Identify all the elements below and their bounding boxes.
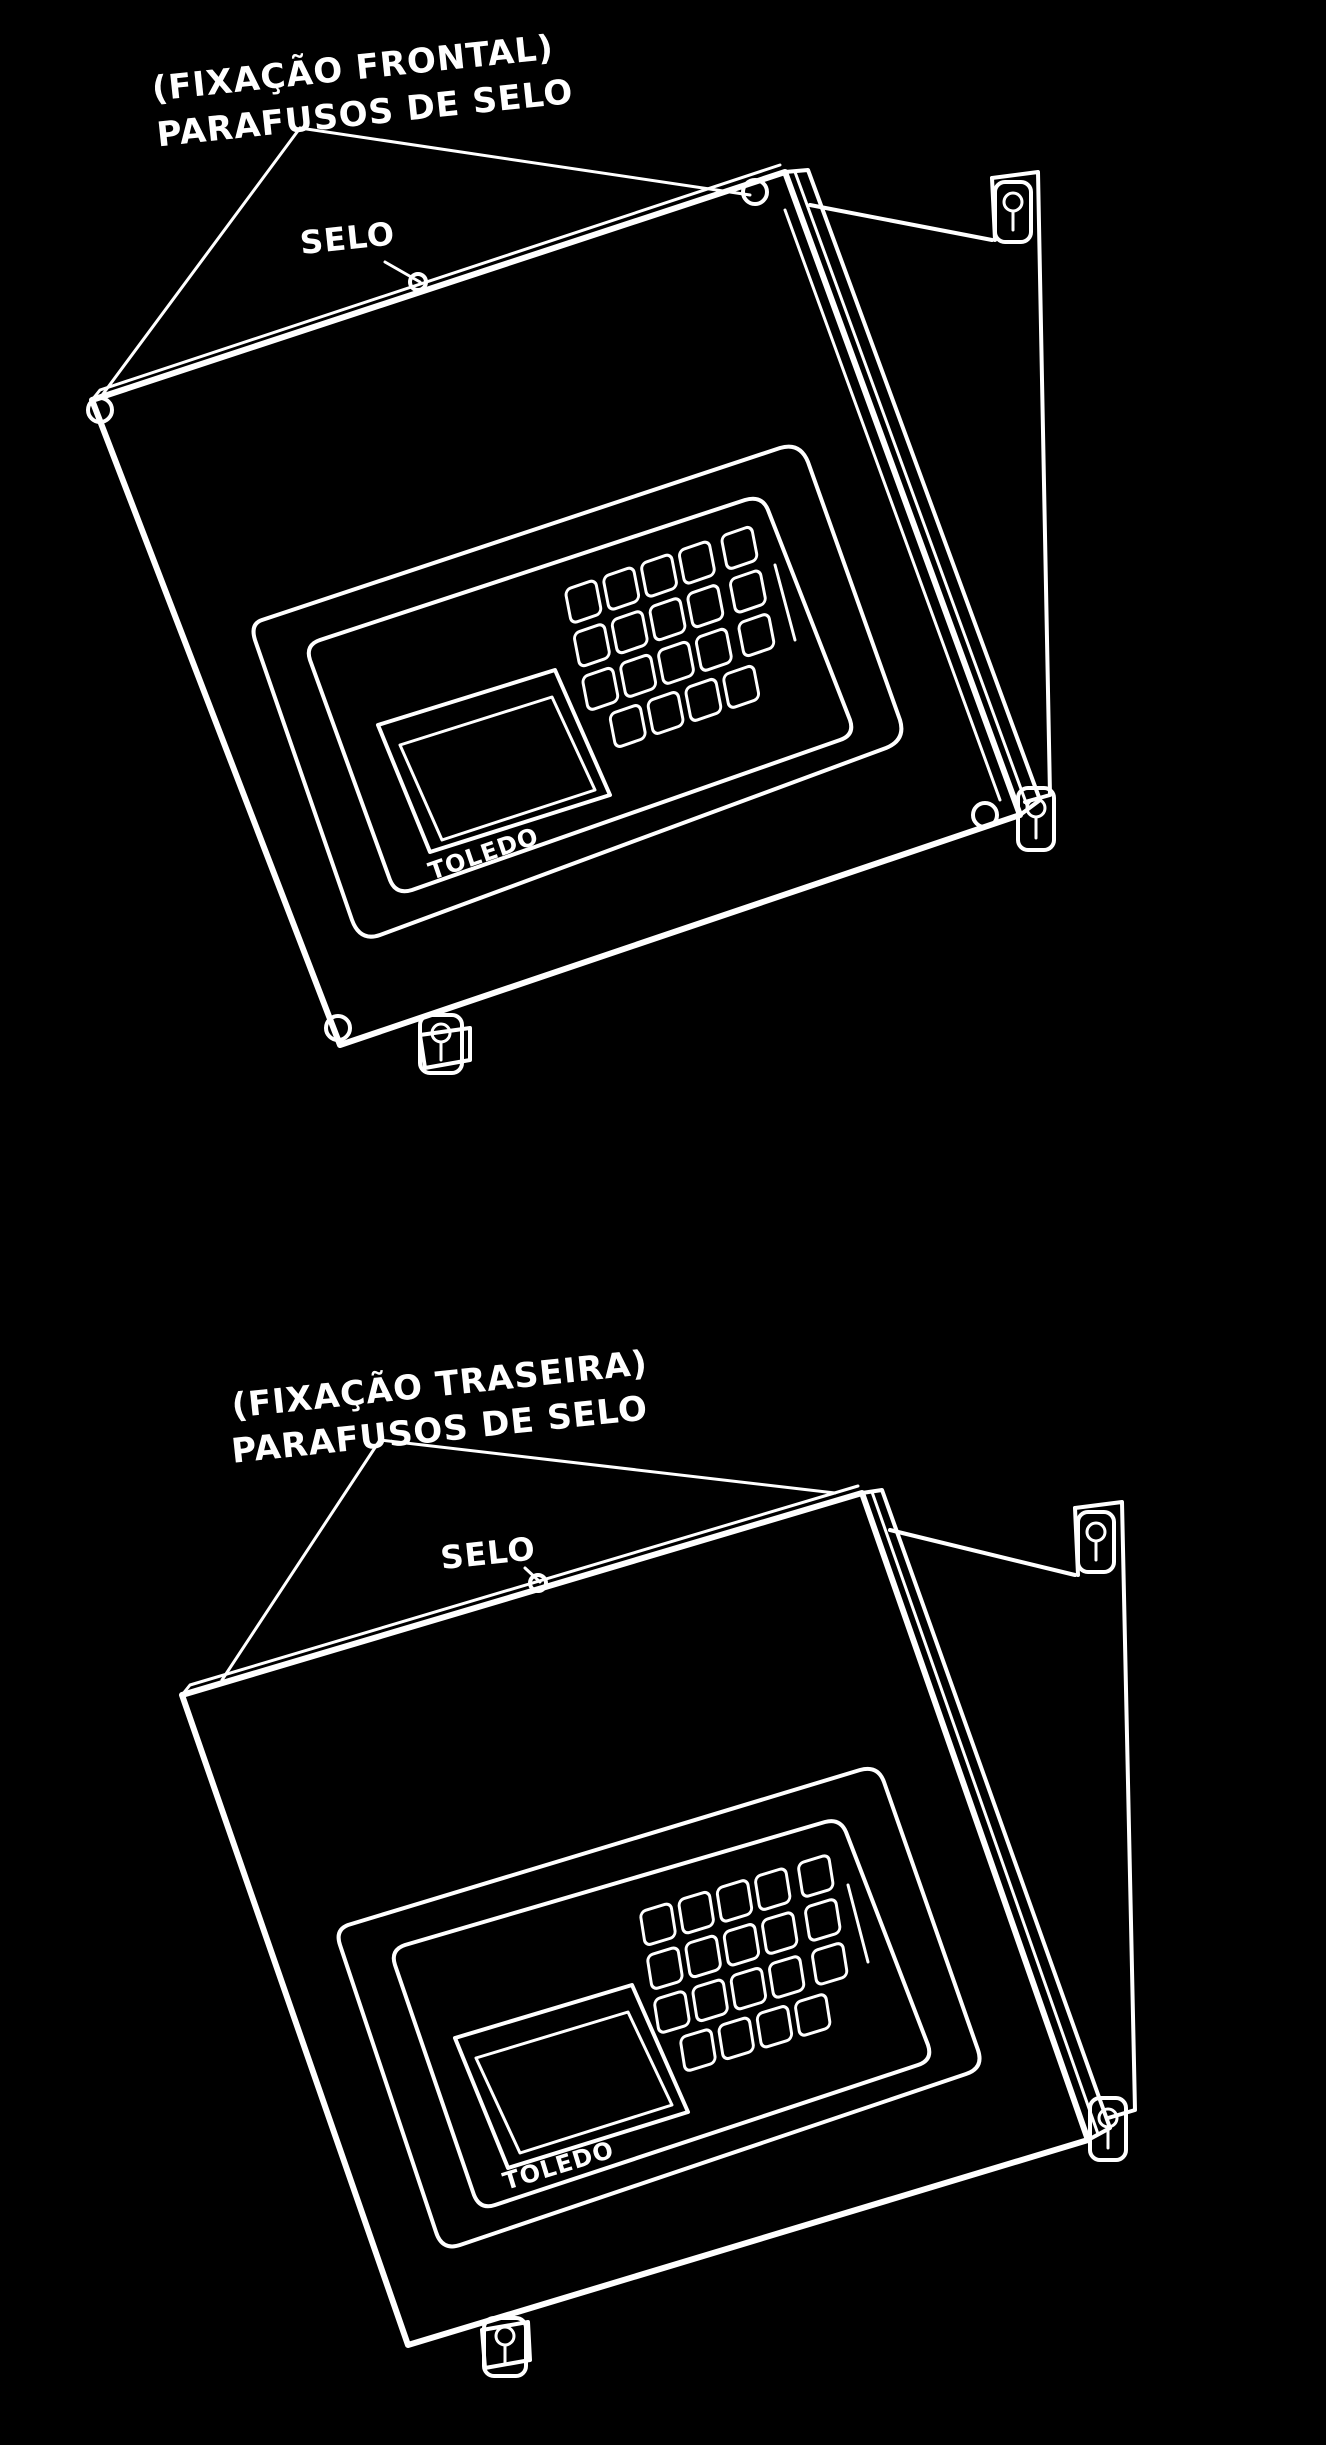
front-panel-handle bbox=[773, 563, 797, 642]
key bbox=[729, 1966, 767, 2011]
rear-leader-left bbox=[220, 1438, 382, 1682]
key bbox=[737, 613, 776, 658]
rear-keyhole-top-icon bbox=[1076, 1510, 1116, 1574]
key bbox=[695, 627, 733, 672]
key bbox=[684, 677, 723, 722]
rear-panel bbox=[336, 1766, 982, 2249]
key bbox=[768, 1955, 806, 1999]
key bbox=[653, 1990, 691, 2034]
key bbox=[678, 540, 716, 585]
rear-panel-handle bbox=[846, 1883, 870, 1964]
key bbox=[646, 690, 685, 735]
front-seal-label: SELO bbox=[298, 214, 397, 262]
key bbox=[804, 1898, 842, 1942]
key bbox=[715, 1879, 754, 1923]
front-display bbox=[376, 668, 612, 854]
front-keyhole-top-icon bbox=[993, 180, 1033, 244]
key bbox=[677, 1890, 715, 1935]
front-brand-logo: TOLEDO bbox=[425, 822, 543, 886]
key bbox=[722, 1923, 761, 1967]
front-seal-screw-bottomright bbox=[971, 801, 999, 829]
key bbox=[648, 597, 687, 642]
key bbox=[754, 1867, 792, 1911]
rear-leader-right bbox=[378, 1438, 837, 1495]
key bbox=[640, 553, 678, 598]
front-keyhole-left-icon bbox=[418, 1013, 464, 1075]
key bbox=[755, 2005, 794, 2049]
front-seal-icon bbox=[408, 272, 428, 292]
key bbox=[619, 653, 657, 698]
front-wall-bracket bbox=[418, 170, 1052, 1070]
key bbox=[679, 2028, 717, 2072]
key bbox=[573, 623, 611, 668]
key bbox=[811, 1942, 849, 1986]
key bbox=[684, 1934, 722, 1979]
front-seal-leader bbox=[383, 260, 422, 284]
key bbox=[722, 664, 761, 709]
front-housing bbox=[89, 163, 1042, 1048]
key bbox=[797, 1854, 835, 1898]
figure-rear-mounting: (FIXAÇÃO TRASEIRA) PARAFUSOS DE SELO SEL… bbox=[179, 1342, 1137, 2378]
key bbox=[639, 1902, 677, 1946]
key bbox=[729, 569, 767, 614]
key bbox=[657, 640, 695, 685]
front-seal-screw-topright bbox=[741, 178, 769, 206]
key bbox=[564, 579, 603, 624]
key bbox=[794, 1993, 832, 2037]
key bbox=[686, 584, 725, 629]
front-panel bbox=[251, 444, 904, 939]
key bbox=[717, 2016, 755, 2061]
key bbox=[761, 1911, 799, 1955]
rear-housing bbox=[179, 1484, 1112, 2348]
key bbox=[602, 566, 641, 611]
front-leader-left bbox=[98, 126, 302, 400]
figure-front-mounting: (FIXAÇÃO FRONTAL) PARAFUSOS DE SELO SELO bbox=[86, 27, 1056, 1075]
key bbox=[720, 525, 759, 570]
key bbox=[608, 703, 647, 748]
key bbox=[691, 1978, 729, 2023]
rear-display bbox=[453, 1983, 690, 2170]
rear-keypad bbox=[639, 1854, 849, 2072]
rear-title: (FIXAÇÃO TRASEIRA) PARAFUSOS DE SELO bbox=[230, 1342, 650, 1472]
key bbox=[581, 666, 620, 711]
front-seal-screw-topleft bbox=[86, 396, 114, 424]
front-seal-screw-bottomleft bbox=[324, 1014, 352, 1042]
key bbox=[646, 1946, 684, 1990]
front-keypad bbox=[564, 525, 776, 748]
front-leader-right bbox=[298, 126, 752, 197]
rear-seal-icon bbox=[528, 1573, 548, 1593]
rear-seal-label: SELO bbox=[439, 1529, 538, 1577]
key bbox=[610, 610, 649, 655]
